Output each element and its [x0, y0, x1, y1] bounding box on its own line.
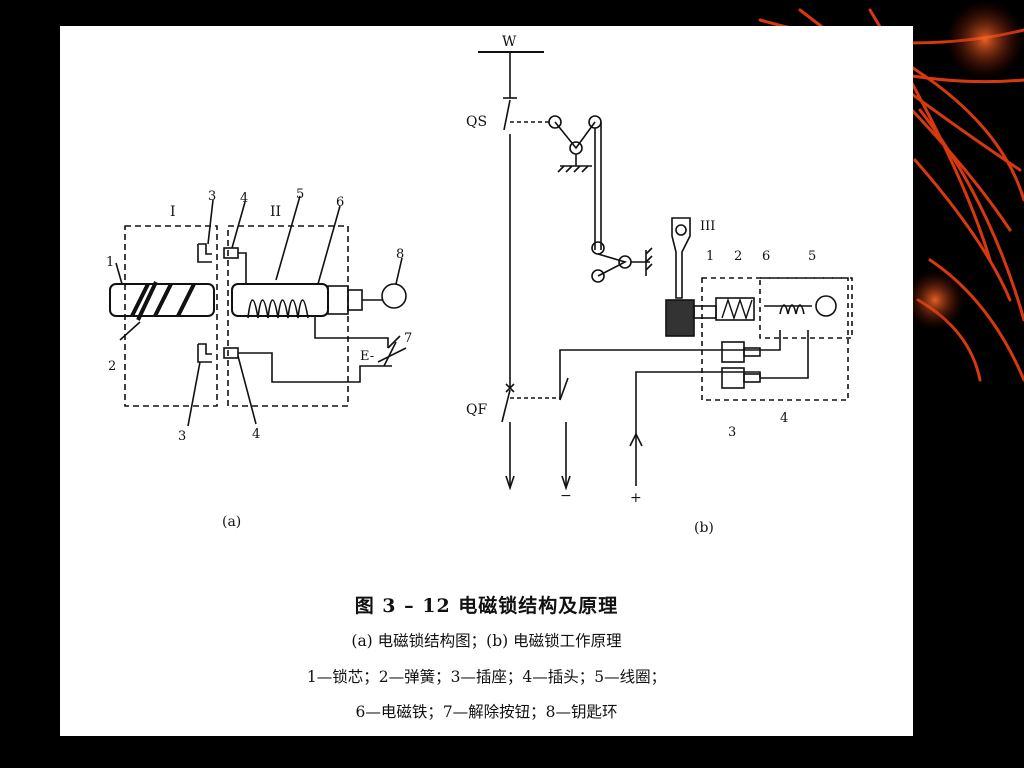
disconnector-switch	[503, 99, 511, 131]
key-ring	[381, 283, 407, 309]
electromagnetic-lock-diagram: I II 1 2 3 4 5 6 8 7 E- 3 4 (a) W QS QF …	[106, 34, 853, 536]
electromagnet-head	[327, 285, 349, 315]
part-1-label: 1	[706, 249, 714, 264]
diagram-a-labels: I II 1 2 3 4 5 6 8 7 E- 3 4 (a)	[106, 187, 412, 530]
positive-terminal-label: +	[630, 490, 642, 506]
figure-legend-line-1: 1—锁芯；2—弹簧；3—插座；4—插头；5—线圈；	[306, 668, 667, 686]
part-4-bottom-label: 4	[252, 427, 260, 442]
plug-top	[223, 247, 239, 259]
coil	[247, 299, 309, 319]
coil	[779, 304, 805, 315]
negative-terminal-label: −	[560, 488, 572, 504]
bus-label: W	[502, 34, 517, 50]
release-button-label: E-	[360, 349, 374, 364]
plug-1	[743, 347, 761, 357]
figure-subtitle: (a) 电磁锁结构图；(b) 电磁锁工作原理	[351, 632, 622, 650]
section-2-label: II	[270, 204, 281, 220]
part-4-label: 4	[780, 411, 788, 426]
diagram-a	[109, 195, 407, 427]
figure-legend-line-2: 6—电磁铁；7—解除按钮；8—钥匙环	[355, 703, 618, 721]
housing-section-2	[227, 225, 349, 407]
part-7-label: 7	[404, 331, 412, 346]
figure-title: 图 3 – 12 电磁锁结构及原理	[354, 595, 619, 617]
circuit-breaker	[501, 389, 511, 423]
part-5-label: 5	[296, 187, 304, 202]
electromagnet-core	[231, 283, 329, 317]
part-6-label: 6	[336, 195, 344, 210]
part-2-label: 2	[108, 359, 116, 374]
panel-b-label: (b)	[694, 520, 714, 536]
part-3-label: 3	[728, 425, 736, 440]
part-5-label: 5	[808, 249, 816, 264]
spring	[721, 297, 753, 321]
part-6-label: 6	[762, 249, 770, 264]
part-1-label: 1	[106, 255, 114, 270]
part-2-label: 2	[734, 249, 742, 264]
socket-top	[197, 243, 212, 263]
section-1-label: I	[170, 204, 176, 220]
socket-bottom	[197, 343, 212, 363]
release-button	[377, 341, 407, 367]
panel-a-label: (a)	[222, 514, 241, 530]
diagram-b-labels: W QS QF III 1 2 6 5 3 4 − + (b)	[466, 34, 816, 536]
mechanism-label: III	[700, 219, 715, 234]
part-8-label: 8	[396, 247, 404, 262]
part-4-top-label: 4	[240, 191, 248, 206]
part-3-top-label: 3	[208, 189, 216, 204]
diagram-b	[478, 51, 853, 491]
socket-2	[721, 367, 745, 389]
spring	[130, 281, 196, 321]
operating-linkage	[548, 115, 653, 283]
lock-mechanism	[665, 217, 853, 401]
socket-1	[721, 341, 745, 363]
decoration-glow	[945, 0, 1024, 80]
decoration-glow	[905, 270, 965, 330]
disconnector-label: QS	[466, 114, 487, 130]
breaker-label: QF	[466, 402, 487, 418]
plug-bottom	[223, 347, 239, 359]
lock-core	[109, 283, 215, 317]
spring-housing	[715, 297, 755, 321]
plug-2	[743, 373, 761, 383]
key-ring	[815, 295, 837, 317]
figure-panel: I II 1 2 3 4 5 6 8 7 E- 3 4 (a) W QS QF …	[60, 26, 913, 736]
part-3-bottom-label: 3	[178, 429, 186, 444]
